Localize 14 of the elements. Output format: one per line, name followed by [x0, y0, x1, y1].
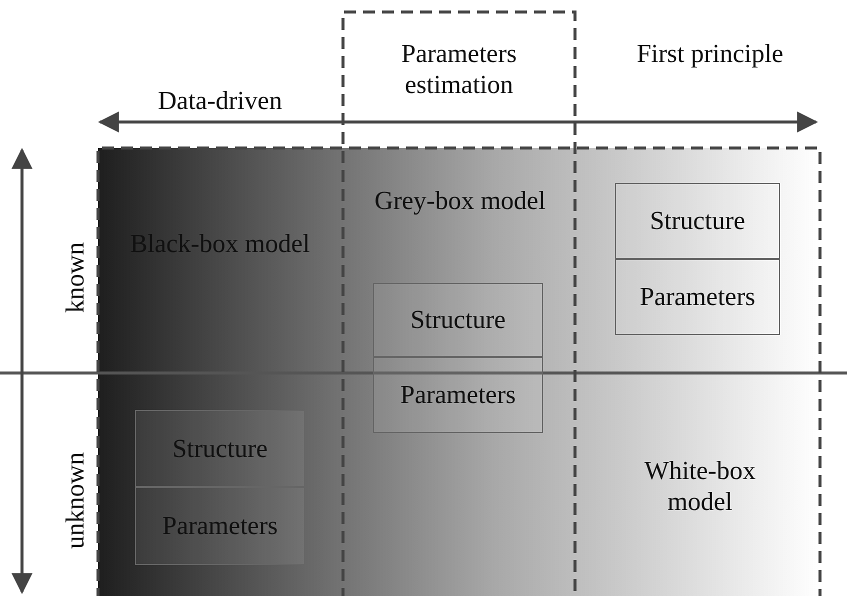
model-label: White-box model	[643, 455, 757, 517]
parameters-box: Parameters	[135, 487, 305, 565]
column-heading: Data-driven	[156, 85, 284, 116]
axis-label: known	[60, 241, 90, 315]
model-label: Grey-box model	[373, 185, 547, 216]
column-heading: First principle	[636, 38, 784, 69]
structure-box: Structure	[615, 183, 780, 259]
structure-box: Structure	[373, 283, 543, 357]
column-heading: Parameters estimation	[400, 38, 518, 100]
axis-label: unknown	[60, 451, 90, 550]
parameters-box: Parameters	[373, 357, 543, 433]
model-label: Black-box model	[130, 228, 310, 259]
parameters-box: Parameters	[615, 259, 780, 335]
structure-box: Structure	[135, 410, 305, 487]
